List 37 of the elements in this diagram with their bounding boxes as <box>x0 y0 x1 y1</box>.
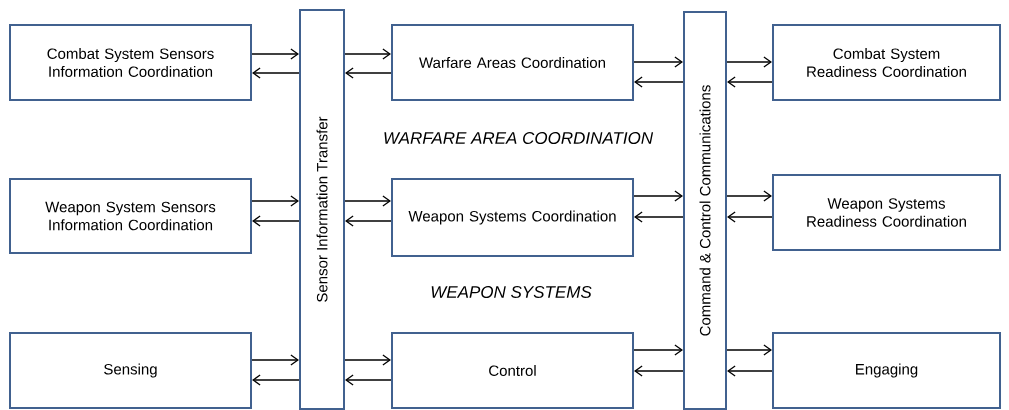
arrow <box>251 354 299 366</box>
vertical-bar-box: Command & Control Communications <box>683 11 727 410</box>
arrow <box>727 211 773 223</box>
arrow <box>726 56 772 68</box>
process-box: Weapon Systems Readiness Coordination <box>772 174 1001 251</box>
arrow <box>727 365 773 377</box>
arrow <box>252 67 300 79</box>
process-box: Engaging <box>772 332 1001 409</box>
arrow <box>344 195 391 207</box>
arrow <box>634 211 684 223</box>
arrow <box>252 374 300 386</box>
section-label: WARFARE AREA COORDINATION <box>384 132 654 145</box>
process-box: Sensing <box>9 332 252 409</box>
process-box: Combat System Sensors Information Coordination <box>9 24 252 101</box>
process-box: Weapon Systems Coordination <box>391 178 634 257</box>
arrow <box>726 344 772 356</box>
arrow <box>251 48 299 60</box>
arrow <box>344 48 391 60</box>
arrow <box>633 190 683 202</box>
process-box: Warfare Areas Coordination <box>391 24 634 101</box>
arrow <box>344 354 391 366</box>
arrow <box>634 365 684 377</box>
process-box: Control <box>391 332 634 409</box>
arrow <box>634 76 684 88</box>
arrow <box>251 195 299 207</box>
arrow <box>252 215 300 227</box>
arrow <box>345 215 392 227</box>
arrow <box>727 76 773 88</box>
process-box: Combat System Readiness Coordination <box>772 24 1001 101</box>
arrow <box>726 190 772 202</box>
arrow <box>633 344 683 356</box>
vertical-bar-box: Sensor Information Transfer <box>299 9 345 410</box>
arrow <box>633 56 683 68</box>
section-label: WEAPON SYSTEMS <box>431 286 592 299</box>
process-box: Weapon System Sensors Information Coordination <box>9 178 252 254</box>
arrow <box>345 67 392 79</box>
arrow <box>345 374 392 386</box>
